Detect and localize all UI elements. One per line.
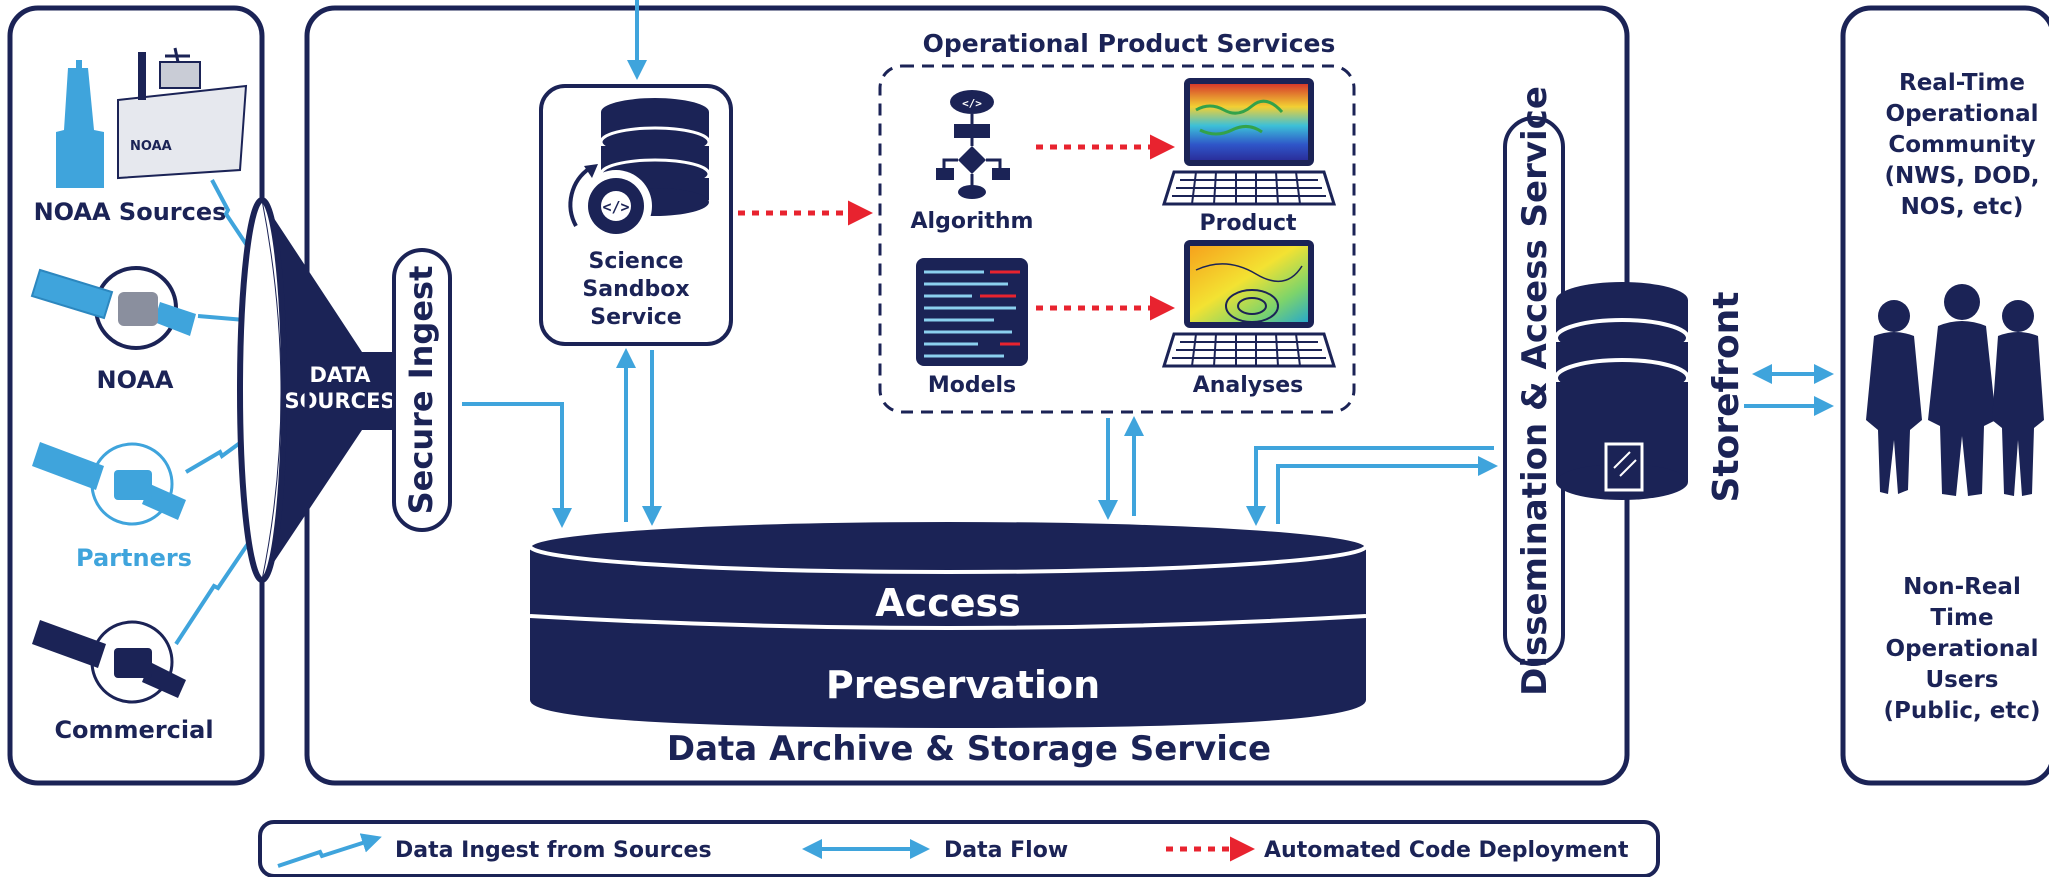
algorithm-label: Algorithm bbox=[911, 209, 1034, 234]
buoy-ship-icon: NOAA bbox=[56, 47, 248, 188]
archive-cylinder bbox=[528, 518, 1368, 728]
noaa-sources-label: NOAA Sources bbox=[34, 198, 227, 226]
realtime-line1: Real-Time bbox=[1899, 70, 2025, 96]
sandbox-label-line2: Sandbox bbox=[582, 277, 689, 302]
archive-title: Data Archive & Storage Service bbox=[667, 729, 1271, 769]
noaa-satellite-icon bbox=[30, 266, 196, 350]
users-people-icon bbox=[1866, 284, 2044, 496]
realtime-line2: Operational bbox=[1886, 101, 2039, 127]
funnel-label-line2: SOURCES bbox=[284, 389, 395, 413]
partners-label: Partners bbox=[76, 544, 192, 572]
realtime-line4: (NWS, DOD, bbox=[1885, 163, 2040, 189]
database-gear-icon: </> bbox=[568, 98, 711, 242]
ops-title: Operational Product Services bbox=[923, 29, 1336, 58]
analyses-laptop-icon bbox=[1161, 240, 1337, 368]
noaa-label: NOAA bbox=[97, 366, 174, 394]
legend-flow-label: Data Flow bbox=[944, 838, 1068, 863]
access-label: Access bbox=[875, 581, 1020, 625]
sandbox-label-line1: Science bbox=[589, 249, 684, 274]
ops-title-bg bbox=[924, 24, 1316, 58]
secure-ingest-label: Secure Ingest bbox=[402, 266, 440, 515]
preservation-label: Preservation bbox=[826, 663, 1100, 707]
models-code-icon bbox=[916, 258, 1028, 366]
users-panel bbox=[1840, 5, 2049, 786]
realtime-line3: Community bbox=[1888, 132, 2035, 158]
svg-text:</>: </> bbox=[962, 97, 982, 110]
product-label: Product bbox=[1199, 211, 1297, 236]
nonrealtime-line4: Users bbox=[1926, 667, 1999, 693]
storefront-label: Storefront bbox=[1706, 291, 1747, 502]
secure-ingest-pill bbox=[392, 248, 452, 532]
legend-box bbox=[258, 820, 1660, 877]
sandbox-label-line3: Service bbox=[590, 305, 681, 330]
nonrealtime-line2: Time bbox=[1930, 605, 1993, 631]
storefront-database-icon bbox=[1554, 282, 1690, 500]
commercial-label: Commercial bbox=[54, 716, 213, 744]
legend-ingest-icon bbox=[277, 833, 382, 868]
nonrealtime-line3: Operational bbox=[1886, 636, 2039, 662]
legend-ingest-label: Data Ingest from Sources bbox=[395, 838, 712, 863]
partners-satellite-icon bbox=[32, 442, 186, 526]
svg-text:</>: </> bbox=[602, 198, 629, 216]
commercial-satellite-icon bbox=[32, 620, 186, 704]
legend-deploy-label: Automated Code Deployment bbox=[1264, 838, 1629, 863]
data-sources-funnel bbox=[237, 197, 392, 583]
funnel-label-line1: DATA bbox=[309, 363, 371, 387]
models-label: Models bbox=[928, 373, 1016, 398]
nonrealtime-line1: Non-Real bbox=[1903, 574, 2021, 600]
analyses-label: Analyses bbox=[1193, 373, 1304, 398]
svg-text:NOAA: NOAA bbox=[130, 139, 172, 154]
nonrealtime-line5: (Public, etc) bbox=[1883, 698, 2040, 724]
dissemination-label: Dissemination & Access Service bbox=[1515, 86, 1555, 696]
storefront-user-arrows bbox=[1744, 364, 1834, 416]
data-flow-arrows bbox=[462, 348, 1498, 528]
algorithm-flowchart-icon: </> bbox=[936, 90, 1010, 199]
product-laptop-icon bbox=[1161, 78, 1337, 206]
realtime-line5: NOS, etc) bbox=[1901, 194, 2024, 220]
